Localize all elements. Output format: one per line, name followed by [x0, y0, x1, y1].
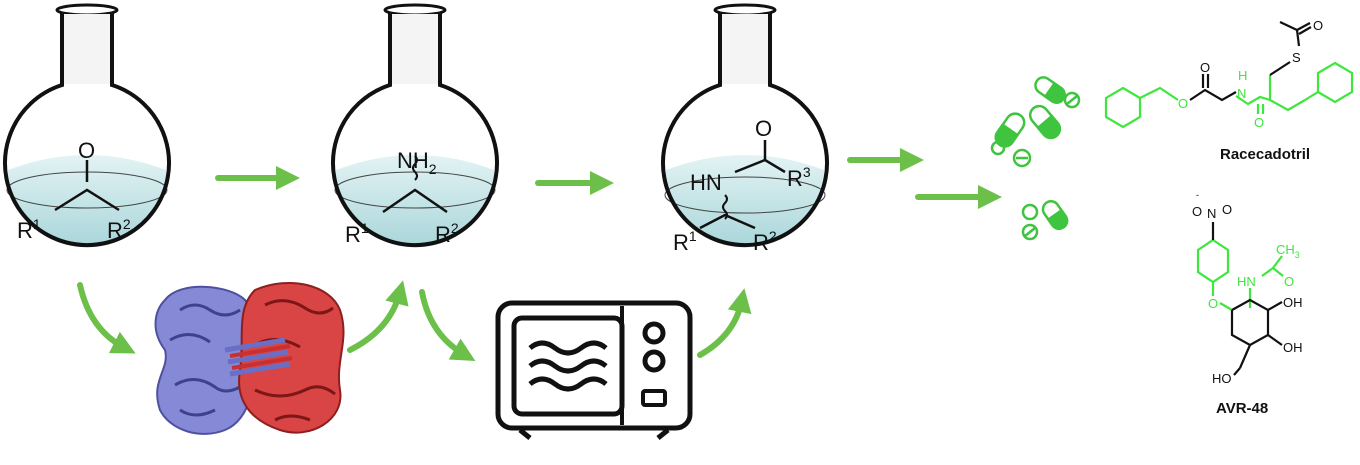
svg-text:O: O: [755, 116, 772, 141]
negative-charge: -: [1196, 190, 1199, 200]
r2-label: R: [753, 230, 769, 255]
avr48-structure: O - N O O HN CH3 O OH OH HO AVR-48: [1192, 190, 1303, 417]
r1-label: R: [673, 230, 689, 255]
thioester-oxygen: O: [1313, 18, 1323, 33]
ester-oxygen: O: [1178, 96, 1188, 111]
racecadotril-label: Racecadotril: [1220, 146, 1310, 163]
curved-arrow-to-enzyme: [77, 282, 136, 354]
hydroxyl-1: OH: [1283, 295, 1303, 310]
nitro-nitrogen: N: [1207, 206, 1216, 221]
avr48-label: AVR-48: [1216, 400, 1268, 417]
sulfur: S: [1292, 50, 1301, 65]
svg-text:R1: R1: [17, 216, 41, 243]
hydroxymethyl: HO: [1212, 371, 1232, 386]
reaction-arrows: [77, 148, 1002, 361]
amide-nitrogen: N: [1237, 86, 1246, 101]
enzyme-structure-icon: [154, 282, 345, 435]
amide-oxygen: O: [1254, 115, 1264, 130]
r1-sup: 1: [361, 220, 369, 236]
acetamide-nh: HN: [1237, 274, 1256, 289]
r2-label: R: [435, 222, 451, 247]
r1-sup: 1: [689, 228, 697, 244]
r1-label: R: [345, 222, 361, 247]
microwave-icon: [495, 300, 693, 440]
carbonyl-oxygen: O: [1200, 60, 1210, 75]
flask-amide: O HN R3 R1 R2: [661, 3, 829, 255]
nitro-oxygen: O: [1222, 202, 1232, 217]
methyl-label: CH: [1276, 242, 1295, 257]
pills-icon: [990, 76, 1081, 241]
carbonyl-oxygen: O: [755, 116, 772, 141]
flask-amine: NH2 R1 R2: [331, 3, 499, 248]
r2-sup: 2: [769, 228, 777, 244]
r2-sup: 2: [123, 216, 131, 232]
hydroxyl-2: OH: [1283, 340, 1303, 355]
racecadotril-structure: O O H N O S O Racecadotril: [1104, 18, 1354, 163]
curved-arrow-enzyme-to-amine: [347, 280, 409, 353]
r3-label: R: [787, 166, 803, 191]
svg-text:HN: HN: [690, 170, 722, 195]
r3-sup: 3: [803, 164, 811, 180]
carbonyl-oxygen: O: [78, 138, 95, 163]
ether-oxygen: O: [1208, 296, 1218, 311]
r2-sup: 2: [451, 220, 459, 236]
amide-hydrogen: H: [1238, 68, 1247, 83]
r1-label: R: [17, 218, 33, 243]
nitro-oxygen-minus: O: [1192, 204, 1202, 219]
svg-text:R2: R2: [753, 228, 777, 255]
r2-label: R: [107, 218, 123, 243]
methyl-sub: 3: [1295, 250, 1300, 260]
amide-nh-label: HN: [690, 170, 722, 195]
svg-text:R1: R1: [345, 220, 369, 247]
svg-text:O: O: [78, 138, 95, 163]
acetyl-oxygen: O: [1284, 274, 1294, 289]
curved-arrow-to-microwave: [419, 289, 476, 361]
svg-text:R2: R2: [107, 216, 131, 243]
svg-text:R3: R3: [787, 164, 811, 191]
svg-text:R1: R1: [673, 228, 697, 255]
curved-arrow-microwave-to-amide: [697, 288, 752, 358]
svg-text:NH2: NH2: [397, 148, 437, 177]
svg-text:R2: R2: [435, 220, 459, 247]
flask-ketone: O R1 R2: [3, 3, 171, 248]
amine-sub: 2: [429, 161, 437, 177]
r1-sup: 1: [33, 216, 41, 232]
svg-text:CH3: CH3: [1276, 242, 1300, 260]
amine-label: NH: [397, 148, 429, 173]
